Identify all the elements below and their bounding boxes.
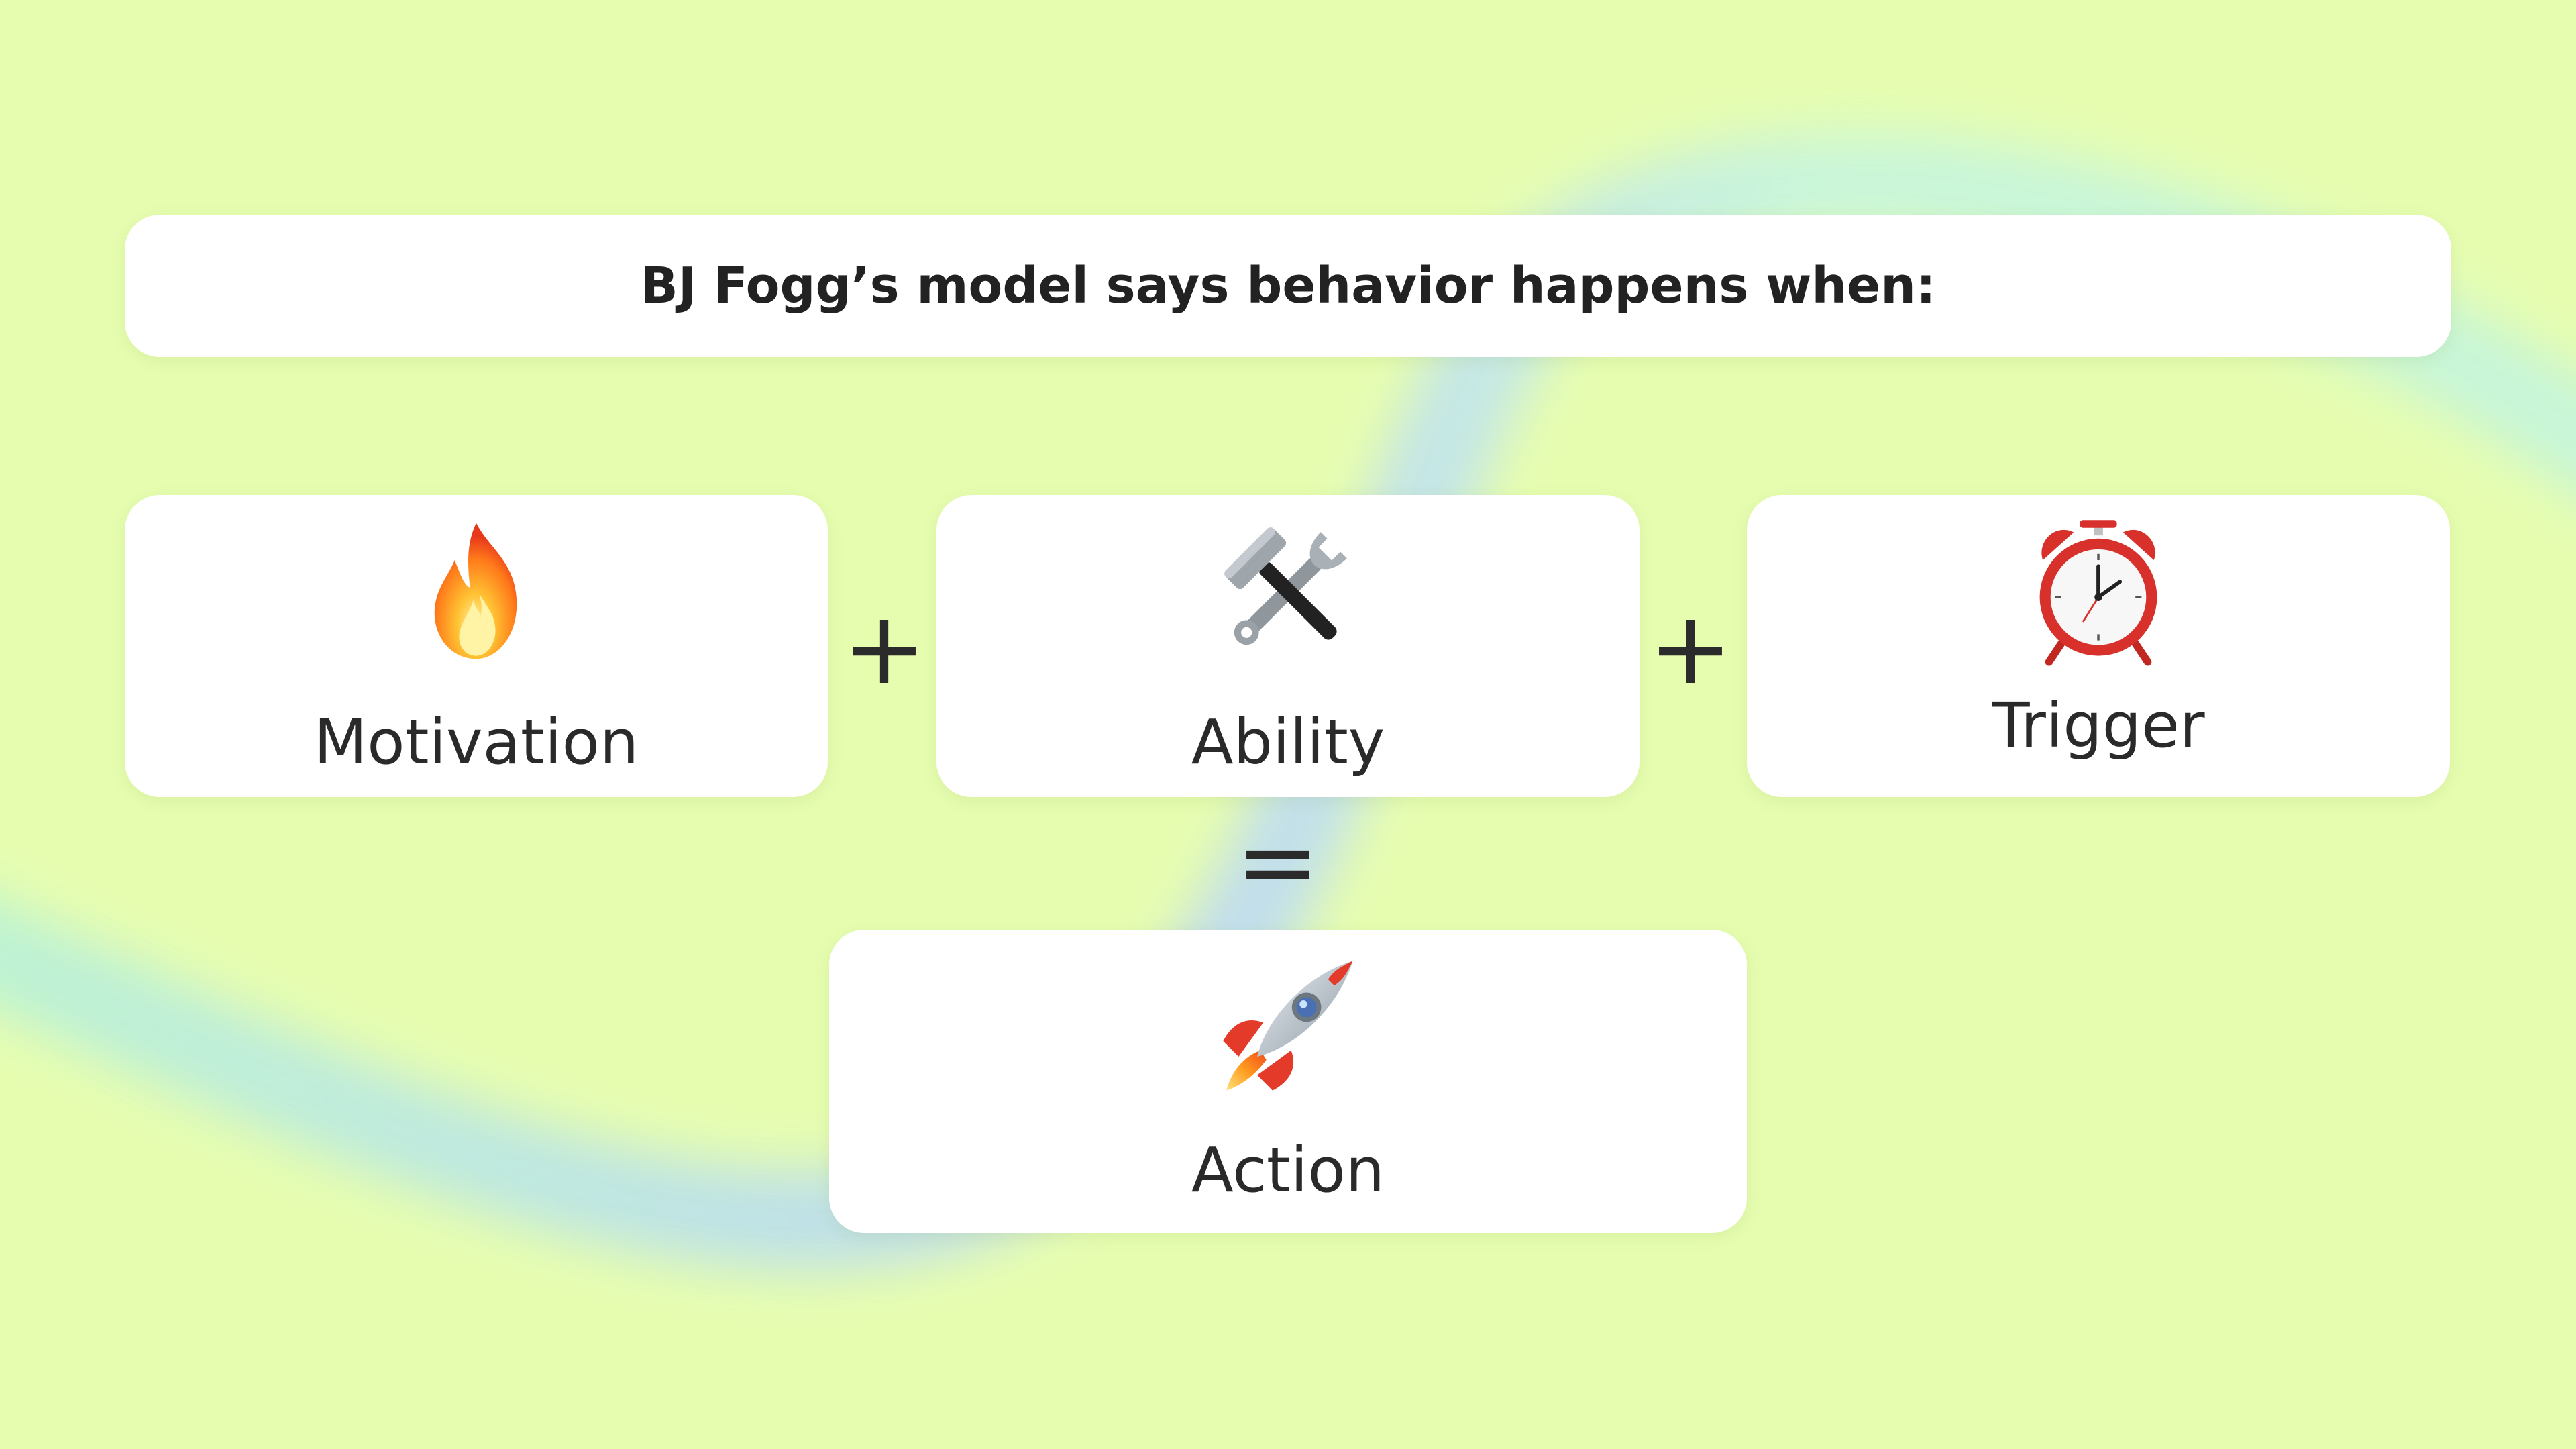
ability-card: Ability [936,495,1640,797]
motivation-card: Motivation [125,495,828,797]
term-label-trigger: Trigger [1992,690,2205,761]
equals-operator: = [1236,804,1320,920]
rocket-icon [1211,949,1365,1103]
action-card: Action [829,930,1747,1233]
result-label-action: Action [1191,1134,1385,1206]
plus-operator: + [1648,590,1733,707]
trigger-card: Trigger [1747,495,2450,797]
header-card: BJ Fogg’s model says behavior happens wh… [125,215,2451,357]
term-label-ability: Ability [1191,706,1385,778]
hammer-and-wrench-icon [1211,514,1365,668]
alarm-clock-icon [2021,514,2176,668]
plus-operator: + [842,590,926,707]
term-label-motivation: Motivation [313,706,639,778]
page-title: BJ Fogg’s model says behavior happens wh… [640,257,1936,315]
fire-icon [399,514,553,668]
